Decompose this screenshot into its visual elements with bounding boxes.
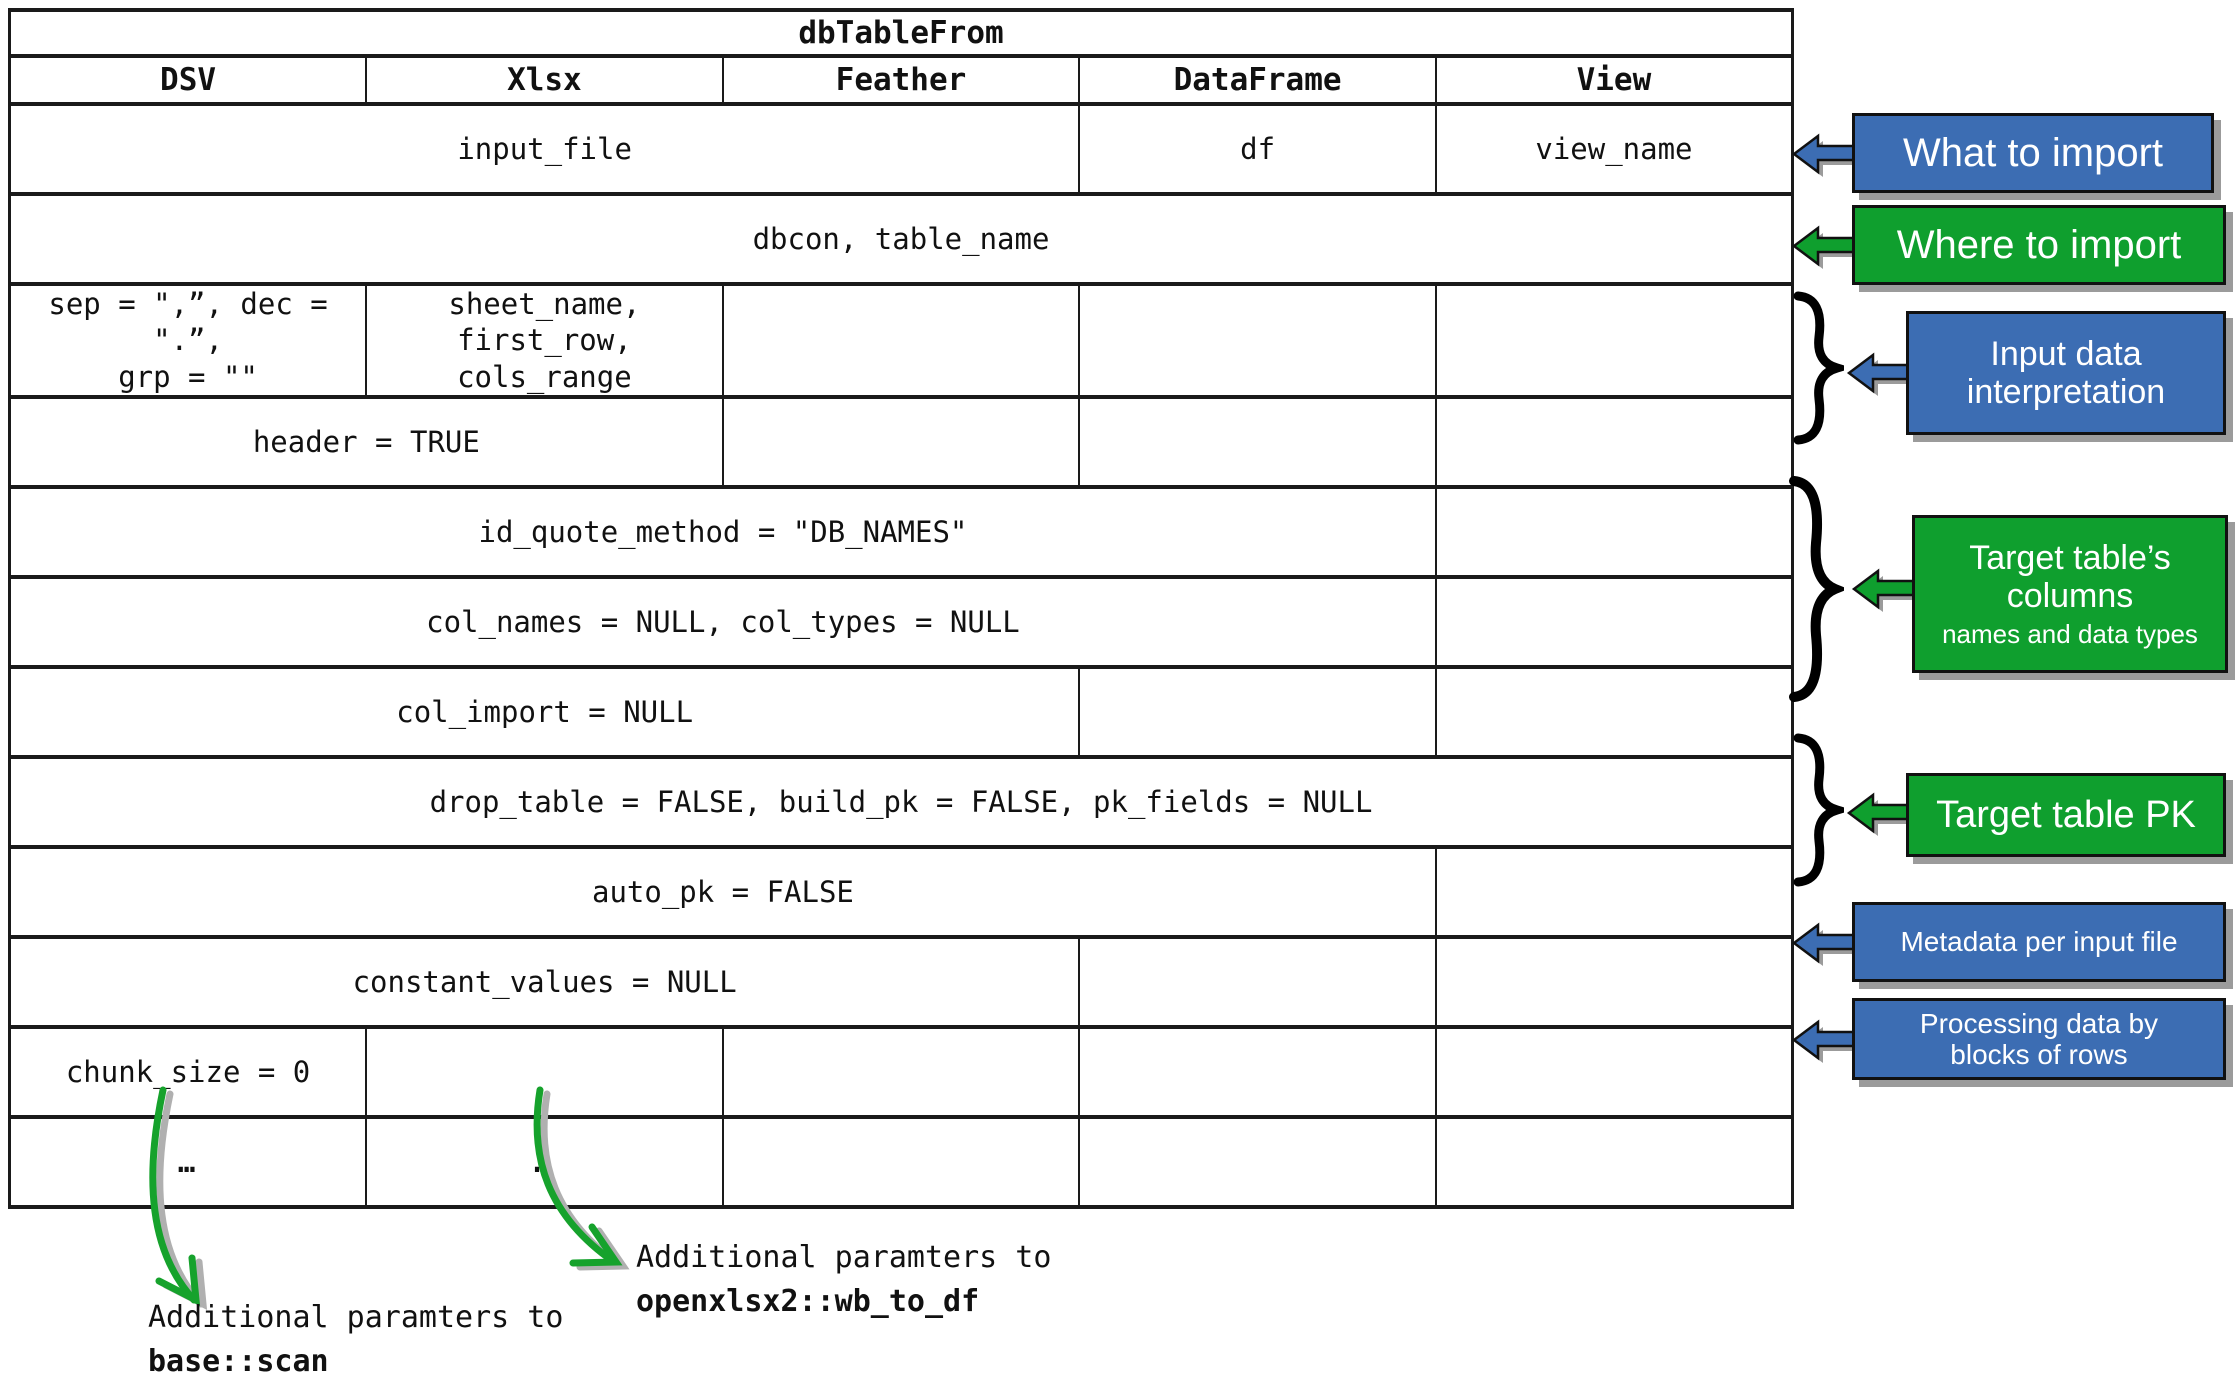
param-cell: sheet_name, first_row, cols_range: [366, 284, 723, 397]
table-row: header = TRUE: [10, 397, 1793, 487]
callout-label: Metadata per input file: [1900, 926, 2177, 957]
param-cell: view_name: [1436, 104, 1793, 194]
table-row: auto_pk = FALSE: [10, 847, 1793, 937]
note-function-name: base::scan: [148, 1340, 563, 1383]
not-applicable-cell: [1436, 577, 1793, 667]
column-header-view: View: [1436, 56, 1793, 104]
left-block-arrow-icon: [1845, 790, 1911, 836]
note-line: Additional paramters to: [148, 1296, 563, 1340]
not-applicable-cell: [723, 284, 1080, 397]
callout-where-to-import: Where to import: [1852, 205, 2226, 285]
callout-processing: Processing data by blocks of rows: [1852, 998, 2226, 1080]
brace-target-columns-icon: [1788, 474, 1844, 704]
param-cell: drop_table = FALSE, build_pk = FALSE, pk…: [10, 757, 1793, 847]
not-applicable-cell: [1079, 397, 1436, 487]
not-applicable-cell: [723, 397, 1080, 487]
table-title: dbTableFrom: [10, 10, 1793, 56]
table-row: col_names = NULL, col_types = NULL: [10, 577, 1793, 667]
left-block-arrow-icon: [1850, 566, 1916, 612]
param-cell: sep = ",”, dec = ".”, grp = "": [10, 284, 367, 397]
not-applicable-cell: [1436, 937, 1793, 1027]
not-applicable-cell: [723, 1027, 1080, 1117]
table-row: col_import = NULL: [10, 667, 1793, 757]
not-applicable-cell: [1079, 937, 1436, 1027]
table-row: constant_values = NULL: [10, 937, 1793, 1027]
callout-label: Input data interpretation: [1967, 335, 2165, 411]
left-block-arrow-icon: [1790, 223, 1856, 269]
table-row: drop_table = FALSE, build_pk = FALSE, pk…: [10, 757, 1793, 847]
note-line: Additional paramters to: [636, 1236, 1051, 1280]
callout-label: Processing data by blocks of rows: [1920, 1008, 2158, 1071]
left-block-arrow-icon: [1790, 131, 1856, 177]
table-row: chunk_size = 0: [10, 1027, 1793, 1117]
not-applicable-cell: [1436, 667, 1793, 757]
param-cell: col_names = NULL, col_types = NULL: [10, 577, 1436, 667]
ellipsis-cell: …: [10, 1117, 367, 1207]
param-cell: df: [1079, 104, 1436, 194]
not-applicable-cell: [1079, 1117, 1436, 1207]
brace-input-interpretation-icon: [1792, 290, 1844, 446]
param-cell: auto_pk = FALSE: [10, 847, 1436, 937]
callout-metadata: Metadata per input file: [1852, 902, 2226, 982]
not-applicable-cell: [1079, 667, 1436, 757]
callout-label: Target table PK: [1936, 794, 2196, 837]
callout-label: Where to import: [1897, 223, 2182, 268]
note-wb-to-df: Additional paramters to openxlsx2::wb_to…: [636, 1236, 1051, 1323]
column-header-dsv: DSV: [10, 56, 367, 104]
column-header-feather: Feather: [723, 56, 1080, 104]
note-base-scan: Additional paramters to base::scan: [148, 1296, 563, 1383]
table-row: id_quote_method = "DB_NAMES": [10, 487, 1793, 577]
left-block-arrow-icon: [1790, 1017, 1856, 1063]
not-applicable-cell: [1436, 847, 1793, 937]
column-header-xlsx: Xlsx: [366, 56, 723, 104]
not-applicable-cell: [1079, 1027, 1436, 1117]
ellipsis-cell: …: [366, 1117, 723, 1207]
param-cell: constant_values = NULL: [10, 937, 1080, 1027]
not-applicable-cell: [366, 1027, 723, 1117]
not-applicable-cell: [1436, 397, 1793, 487]
not-applicable-cell: [723, 1117, 1080, 1207]
column-header-dataframe: DataFrame: [1079, 56, 1436, 104]
not-applicable-cell: [1436, 1027, 1793, 1117]
table-row: dbcon, table_name: [10, 194, 1793, 284]
callout-label: Target table’s columns: [1969, 539, 2171, 615]
table-row: ……: [10, 1117, 1793, 1207]
callout-label: What to import: [1903, 131, 2163, 176]
param-cell: col_import = NULL: [10, 667, 1080, 757]
table-row: sep = ",”, dec = ".”, grp = ""sheet_name…: [10, 284, 1793, 397]
callout-what-to-import: What to import: [1852, 113, 2214, 193]
left-block-arrow-icon: [1790, 920, 1856, 966]
callout-sublabel: names and data types: [1942, 620, 2198, 649]
left-block-arrow-icon: [1845, 350, 1911, 396]
param-cell: id_quote_method = "DB_NAMES": [10, 487, 1436, 577]
not-applicable-cell: [1436, 487, 1793, 577]
note-function-name: openxlsx2::wb_to_df: [636, 1280, 1051, 1324]
not-applicable-cell: [1079, 284, 1436, 397]
not-applicable-cell: [1436, 284, 1793, 397]
param-cell: input_file: [10, 104, 1080, 194]
param-cell: header = TRUE: [10, 397, 723, 487]
param-cell: chunk_size = 0: [10, 1027, 367, 1117]
not-applicable-cell: [1436, 1117, 1793, 1207]
callout-target-columns: Target table’s columns names and data ty…: [1912, 515, 2228, 673]
brace-target-pk-icon: [1792, 732, 1844, 888]
callout-target-pk: Target table PK: [1906, 773, 2226, 857]
param-cell: dbcon, table_name: [10, 194, 1793, 284]
callout-input-interpretation: Input data interpretation: [1906, 311, 2226, 435]
